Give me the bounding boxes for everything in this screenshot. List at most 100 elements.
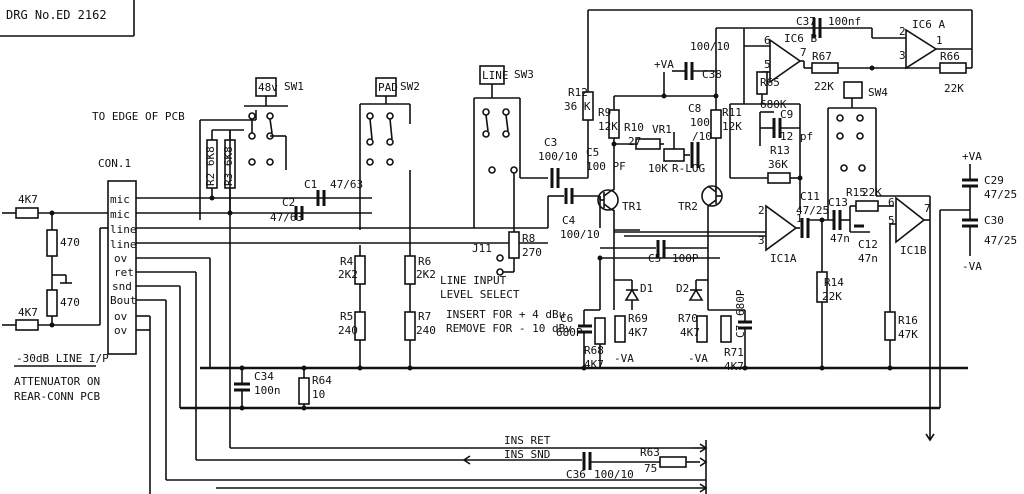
input-stage: C3 100/10 C4 100/10 R12 36 K R9 12K C5 1…: [519, 9, 972, 241]
r69-label: R69: [628, 312, 648, 325]
r16-value: 47K: [898, 328, 918, 341]
connector-pin-snd: snd: [112, 280, 132, 293]
r14-value: 22K: [822, 290, 842, 303]
c5a-value: 100 PF: [586, 160, 626, 173]
opamp-ic6a: [905, 28, 938, 70]
c1-label: C1: [304, 178, 317, 191]
resistor-r66: [939, 62, 967, 74]
resistor-470-lower: [46, 289, 58, 317]
vapos-label-2: +VA: [962, 150, 982, 163]
r64-value: 10: [312, 388, 325, 401]
r66-label: R66: [940, 50, 960, 63]
junction-dots: [49, 65, 893, 411]
c11-value: 47/25: [796, 204, 829, 217]
ic1a-stage: 2 3 1 IC1A C11 47/25 R14 22K: [758, 190, 844, 368]
c3-value: 100/10: [538, 150, 578, 163]
c4-label: C4: [562, 214, 576, 227]
attenuator-r-bottom-value: 4K7: [18, 306, 38, 319]
r6-value: 2K2: [416, 268, 436, 281]
r10-value: 27: [628, 135, 641, 148]
resistor-r68: [594, 317, 606, 345]
switch-sw1[interactable]: 48v SW1: [244, 77, 304, 170]
svg-text:1: 1: [796, 212, 803, 225]
c37-value: 100nf: [828, 15, 861, 28]
sw4-label[interactable]: SW4: [868, 86, 888, 99]
vr1-taper: R-LOG: [672, 162, 705, 175]
resistor-r8: [508, 231, 520, 259]
r6-label: R6: [418, 255, 431, 268]
r71-value: 4K7: [724, 360, 744, 373]
connector-pin-mic-1: mic: [110, 193, 130, 206]
r12-label: R12: [568, 86, 588, 99]
connector-pin-ov-2: ov: [114, 310, 128, 323]
ins-ret-label: INS RET: [504, 434, 551, 447]
va-neg-1: -VA: [614, 352, 634, 365]
c7-value: 680P: [734, 289, 747, 316]
svg-text:1: 1: [936, 34, 943, 47]
ic6b-label: IC6 B: [784, 32, 817, 45]
r11-label: R11: [722, 106, 742, 119]
c2-label: C2: [282, 196, 295, 209]
c13-value: 47n: [830, 232, 850, 245]
svg-text:7: 7: [924, 202, 931, 215]
r4-value: 2K2: [338, 268, 358, 281]
r5-value: 240: [338, 324, 358, 337]
switch-sw2[interactable]: PAD SW2: [359, 77, 420, 230]
r12-value: 36 K: [564, 100, 591, 113]
c36-label: C36: [566, 468, 586, 481]
vr1-label: VR1: [652, 123, 672, 136]
svg-text:7: 7: [800, 46, 807, 59]
svg-text:5: 5: [888, 214, 895, 227]
level-note-4: REMOVE FOR - 10 dBv: [446, 322, 572, 335]
potentiometer-vr1[interactable]: [663, 148, 685, 162]
ic6a-label: IC6 A: [912, 18, 945, 31]
pad-resistors: R4 2K2 R5 240 R6 2K2 R7 240: [338, 170, 436, 368]
c1-value: 47/63: [330, 178, 363, 191]
attenuator-note-line1: -30dB LINE I/P: [16, 352, 109, 365]
connector-pin-ret: ret: [114, 266, 134, 279]
r70-value: 4K7: [680, 326, 700, 339]
r10-label: R10: [624, 121, 644, 134]
drawing-number: ED 2162: [56, 8, 107, 22]
ins-snd-label: INS SND: [504, 448, 550, 461]
r8-value: 270: [522, 246, 542, 259]
r63-value: 75: [644, 462, 657, 475]
r3-label: R3 6K8: [222, 146, 235, 186]
c13-label: C13: [828, 196, 848, 209]
r5-label: R5: [340, 310, 353, 323]
r15-label: R15: [846, 186, 866, 199]
c34-value: 100n: [254, 384, 281, 397]
c36-value: 100/10: [594, 468, 634, 481]
level-note-1: LINE INPUT: [440, 274, 507, 287]
bottom-bus: C34 100n R64 10 INS RET INS SND C36 100/…: [166, 130, 708, 494]
attenuator-r-top-value: 4K7: [18, 193, 38, 206]
sw3-tag: LINE: [482, 69, 509, 82]
svg-text:6: 6: [764, 34, 771, 47]
r14-label: R14: [824, 276, 844, 289]
opamp-ic1b: [895, 196, 926, 244]
c8-value: 100: [690, 116, 710, 129]
c37-label: C37: [796, 15, 816, 28]
c12-value: 47n: [858, 252, 878, 265]
resistor-r13: [767, 172, 791, 184]
attenuator-note-line2: ATTENUATOR ON: [14, 375, 100, 388]
r70-label: R70: [678, 312, 698, 325]
r15-value: 22K: [862, 186, 882, 199]
attenuator-note-line3: REAR-CONN PCB: [14, 390, 100, 403]
c8-label: C8: [688, 102, 701, 115]
c8-value-2: /10: [692, 130, 712, 143]
r65-label: R65: [760, 76, 780, 89]
level-select-link: J11 R8 270 LINE INPUT LEVEL SELECT INSER…: [440, 173, 572, 335]
c9-value: 12 pf: [780, 130, 813, 143]
attenuator-network: 4K7 4K7 470 470 -30dB LINE I/P ATTENUATO…: [2, 193, 109, 403]
svg-text:3: 3: [758, 234, 765, 247]
sw2-tag: PAD: [378, 81, 398, 94]
sw4-tag-box: [843, 81, 863, 99]
c29-label: C29: [984, 174, 1004, 187]
opamp-ic1a: [765, 204, 798, 252]
resistor-4k7-bottom: [15, 319, 39, 331]
switch-sw3[interactable]: LINE SW3: [473, 65, 534, 228]
c30-value: 47/25: [984, 234, 1017, 247]
r9-value: 12K: [598, 120, 618, 133]
